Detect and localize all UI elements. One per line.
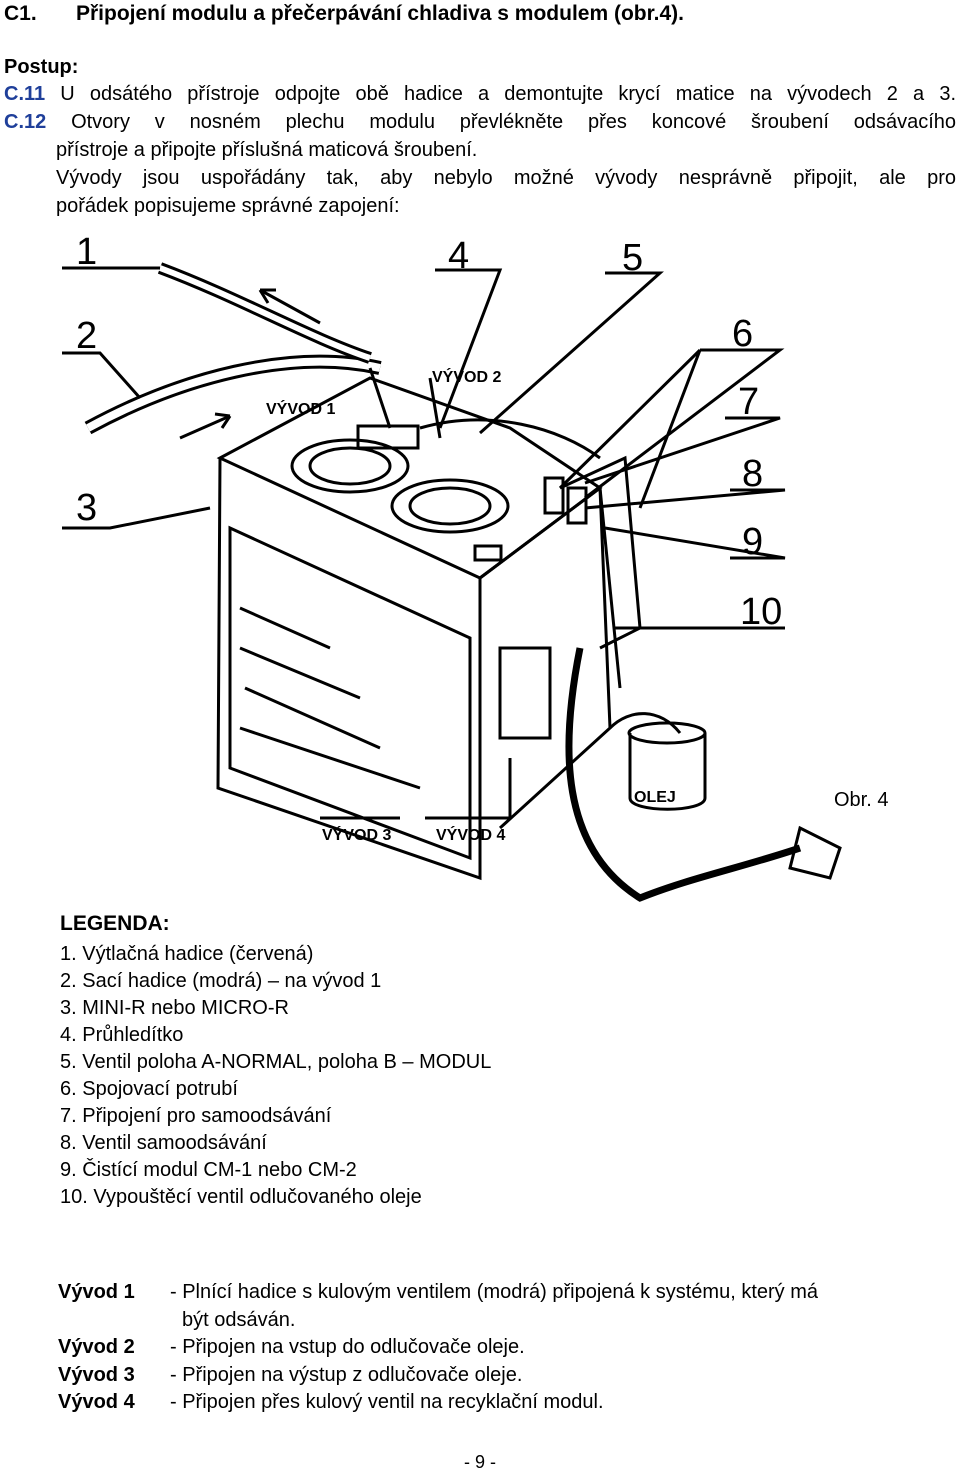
callout-10: 10	[740, 591, 782, 633]
legend-item: 6. Spojovací potrubí	[60, 1078, 238, 1100]
label-olej: OLEJ	[634, 789, 676, 806]
outlet-label: Vývod 4	[58, 1391, 135, 1413]
label-vyvod3: VÝVOD 3	[322, 825, 391, 844]
step-c12: C.12 Otvory v nosném plechu modulu převl…	[4, 108, 956, 220]
legend-item: 4. Průhledítko	[60, 1024, 184, 1046]
callout-2: 2	[76, 315, 97, 357]
callout-1: 1	[76, 231, 97, 273]
legend-list: 1. Výtlačná hadice (červená) 2. Sací had…	[60, 941, 491, 1211]
legend-item: 1. Výtlačná hadice (červená)	[60, 943, 314, 965]
callout-5: 5	[622, 237, 643, 279]
figure-caption: Obr. 4	[834, 789, 888, 811]
label-vyvod1: VÝVOD 1	[266, 399, 335, 418]
legend-item: 5. Ventil poloha A-NORMAL, poloha B – MO…	[60, 1051, 492, 1073]
legend-item: 8. Ventil samoodsávání	[60, 1132, 267, 1154]
legend-item: 7. Připojení pro samoodsávání	[60, 1105, 332, 1127]
legend-item: 9. Čistící modul CM-1 nebo CM-2	[60, 1159, 357, 1181]
callout-9: 9	[742, 521, 763, 563]
outlet-text-cont: být odsáván.	[182, 1308, 296, 1331]
outlet-row: Vývod 3 - Připojen na výstup z odlučovač…	[58, 1362, 948, 1390]
section-number: C1.	[4, 2, 37, 25]
label-vyvod4: VÝVOD 4	[436, 825, 505, 844]
legend-item: 2. Sací hadice (modrá) – na vývod 1	[60, 970, 382, 992]
procedure-label: Postup:	[4, 56, 79, 78]
callout-3: 3	[76, 487, 97, 529]
outlet-text: - Připojen na vstup do odlučovače oleje.	[170, 1336, 525, 1358]
step-text-cont: pořádek popisujeme správné zapojení:	[56, 195, 400, 217]
outlet-text: - Připojen na výstup z odlučovače oleje.	[170, 1363, 523, 1386]
figure-4: 1 2 3 4 5 6 7 8 9 10 VÝVOD 1 VÝVOD 2 VÝV…	[40, 228, 940, 908]
outlet-descriptions: Vývod 1 - Plnící hadice s kulovým ventil…	[58, 1279, 948, 1417]
step-c11: C.11 U odsátého přístroje odpojte obě ha…	[4, 80, 956, 108]
page-number: - 9 -	[463, 1452, 496, 1472]
outlet-row: Vývod 4 - Připojen přes kulový ventil na…	[58, 1389, 948, 1417]
outlet-label: Vývod 1	[58, 1281, 135, 1303]
outlet-text-line: - Plnící hadice s kulovým ventilem (modr…	[170, 1281, 818, 1303]
step-code[interactable]: C.11	[4, 83, 46, 105]
outlet-text: - Připojen přes kulový ventil na recykla…	[170, 1391, 604, 1413]
callout-4: 4	[448, 235, 469, 277]
section-title: Připojení modulu a přečerpávání chladiva…	[76, 2, 684, 25]
outlet-row: Vývod 1 - Plnící hadice s kulovým ventil…	[58, 1279, 948, 1334]
legend-item: 3. MINI-R nebo MICRO-R	[60, 997, 289, 1019]
step-text-cont: přístroje a připojte příslušná maticová …	[56, 139, 478, 161]
legend-title: LEGENDA:	[60, 912, 170, 935]
section-heading: C1. Připojení modulu a přečerpávání chla…	[4, 2, 684, 26]
legend-item: 10. Vypouštěcí ventil odlučovaného oleje	[60, 1186, 422, 1208]
outlet-text: - Plnící hadice s kulovým ventilem (modr…	[170, 1279, 948, 1334]
outlet-label: Vývod 3	[58, 1363, 135, 1386]
callout-8: 8	[742, 453, 763, 495]
device-diagram: 1 2 3 4 5 6 7 8 9 10 VÝVOD 1 VÝVOD 2 VÝV…	[62, 231, 888, 902]
outlet-label: Vývod 2	[58, 1336, 135, 1358]
callout-6: 6	[732, 313, 753, 355]
step-text-cont: Vývody jsou uspořádány tak, aby nebylo m…	[56, 167, 956, 189]
outlet-row: Vývod 2 - Připojen na vstup do odlučovač…	[58, 1334, 948, 1362]
step-text: Otvory v nosném plechu modulu převléknět…	[46, 111, 956, 133]
step-text: U odsátého přístroje odpojte obě hadice …	[45, 83, 956, 105]
step-code[interactable]: C.12	[4, 111, 47, 133]
callout-7: 7	[738, 381, 759, 423]
label-vyvod2: VÝVOD 2	[432, 367, 501, 386]
